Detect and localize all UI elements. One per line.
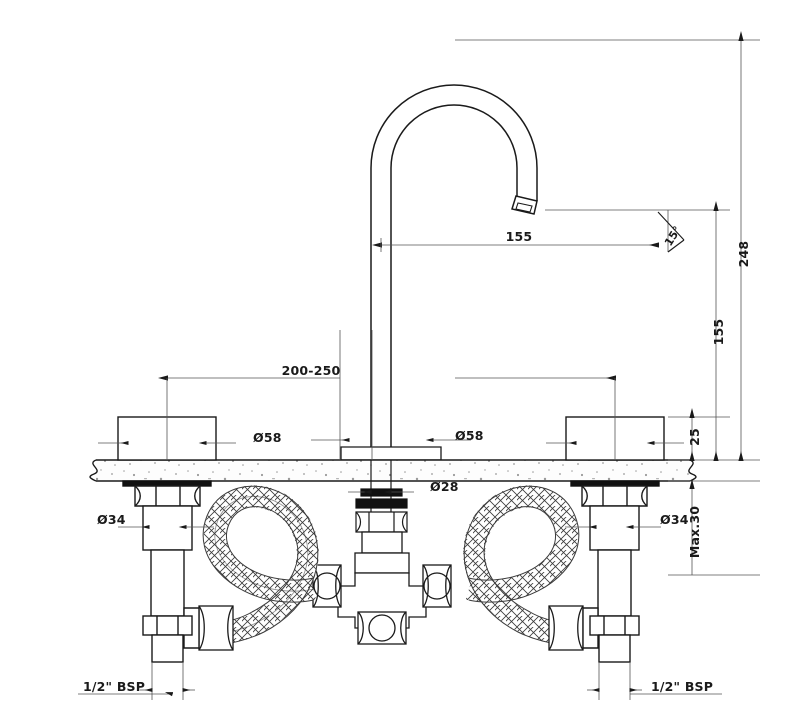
dim-label-cap-dia-left: Ø58 [253,430,282,445]
dim-label-bsp-left: 1/2" BSP [83,679,145,694]
leader-15deg [657,211,685,241]
dim-label-cap-height: 25 [687,428,702,446]
dim-label-overall-height: 248 [736,241,751,268]
cross-connector-body [312,531,452,645]
dim-label-spout-height: 155 [711,319,726,346]
right-hose-nut [548,605,584,651]
left-bsp-tail [151,634,184,663]
dim-label-spout-reach: 155 [506,229,533,244]
spout-base-flange [340,446,442,461]
left-hose-nut [198,605,234,651]
countertop-section [89,459,697,482]
connector-port-bottom [357,611,407,645]
left-braided-hose [195,485,319,648]
dim-label-hole-spacing: 200-250 [282,363,341,378]
dim-label-max-deck: Max.30 [687,506,702,558]
right-bsp-tail [598,634,631,663]
connector-port-left [312,564,342,608]
spout-mounting-assembly [355,460,408,540]
dim-label-spout-base-dia: Ø58 [455,428,484,443]
gooseneck-spout [370,84,538,460]
right-braided-hose [463,485,587,648]
break-line-left [89,459,98,482]
dim-label-spout-shank-dia: Ø28 [430,479,459,494]
dim-label-bsp-right: 1/2" BSP [651,679,713,694]
dimension-lines [78,31,760,700]
connector-port-right [422,564,452,608]
dim-label-valve-dia-left: Ø34 [97,512,126,527]
dim-label-valve-dia-right: Ø34 [660,512,689,527]
